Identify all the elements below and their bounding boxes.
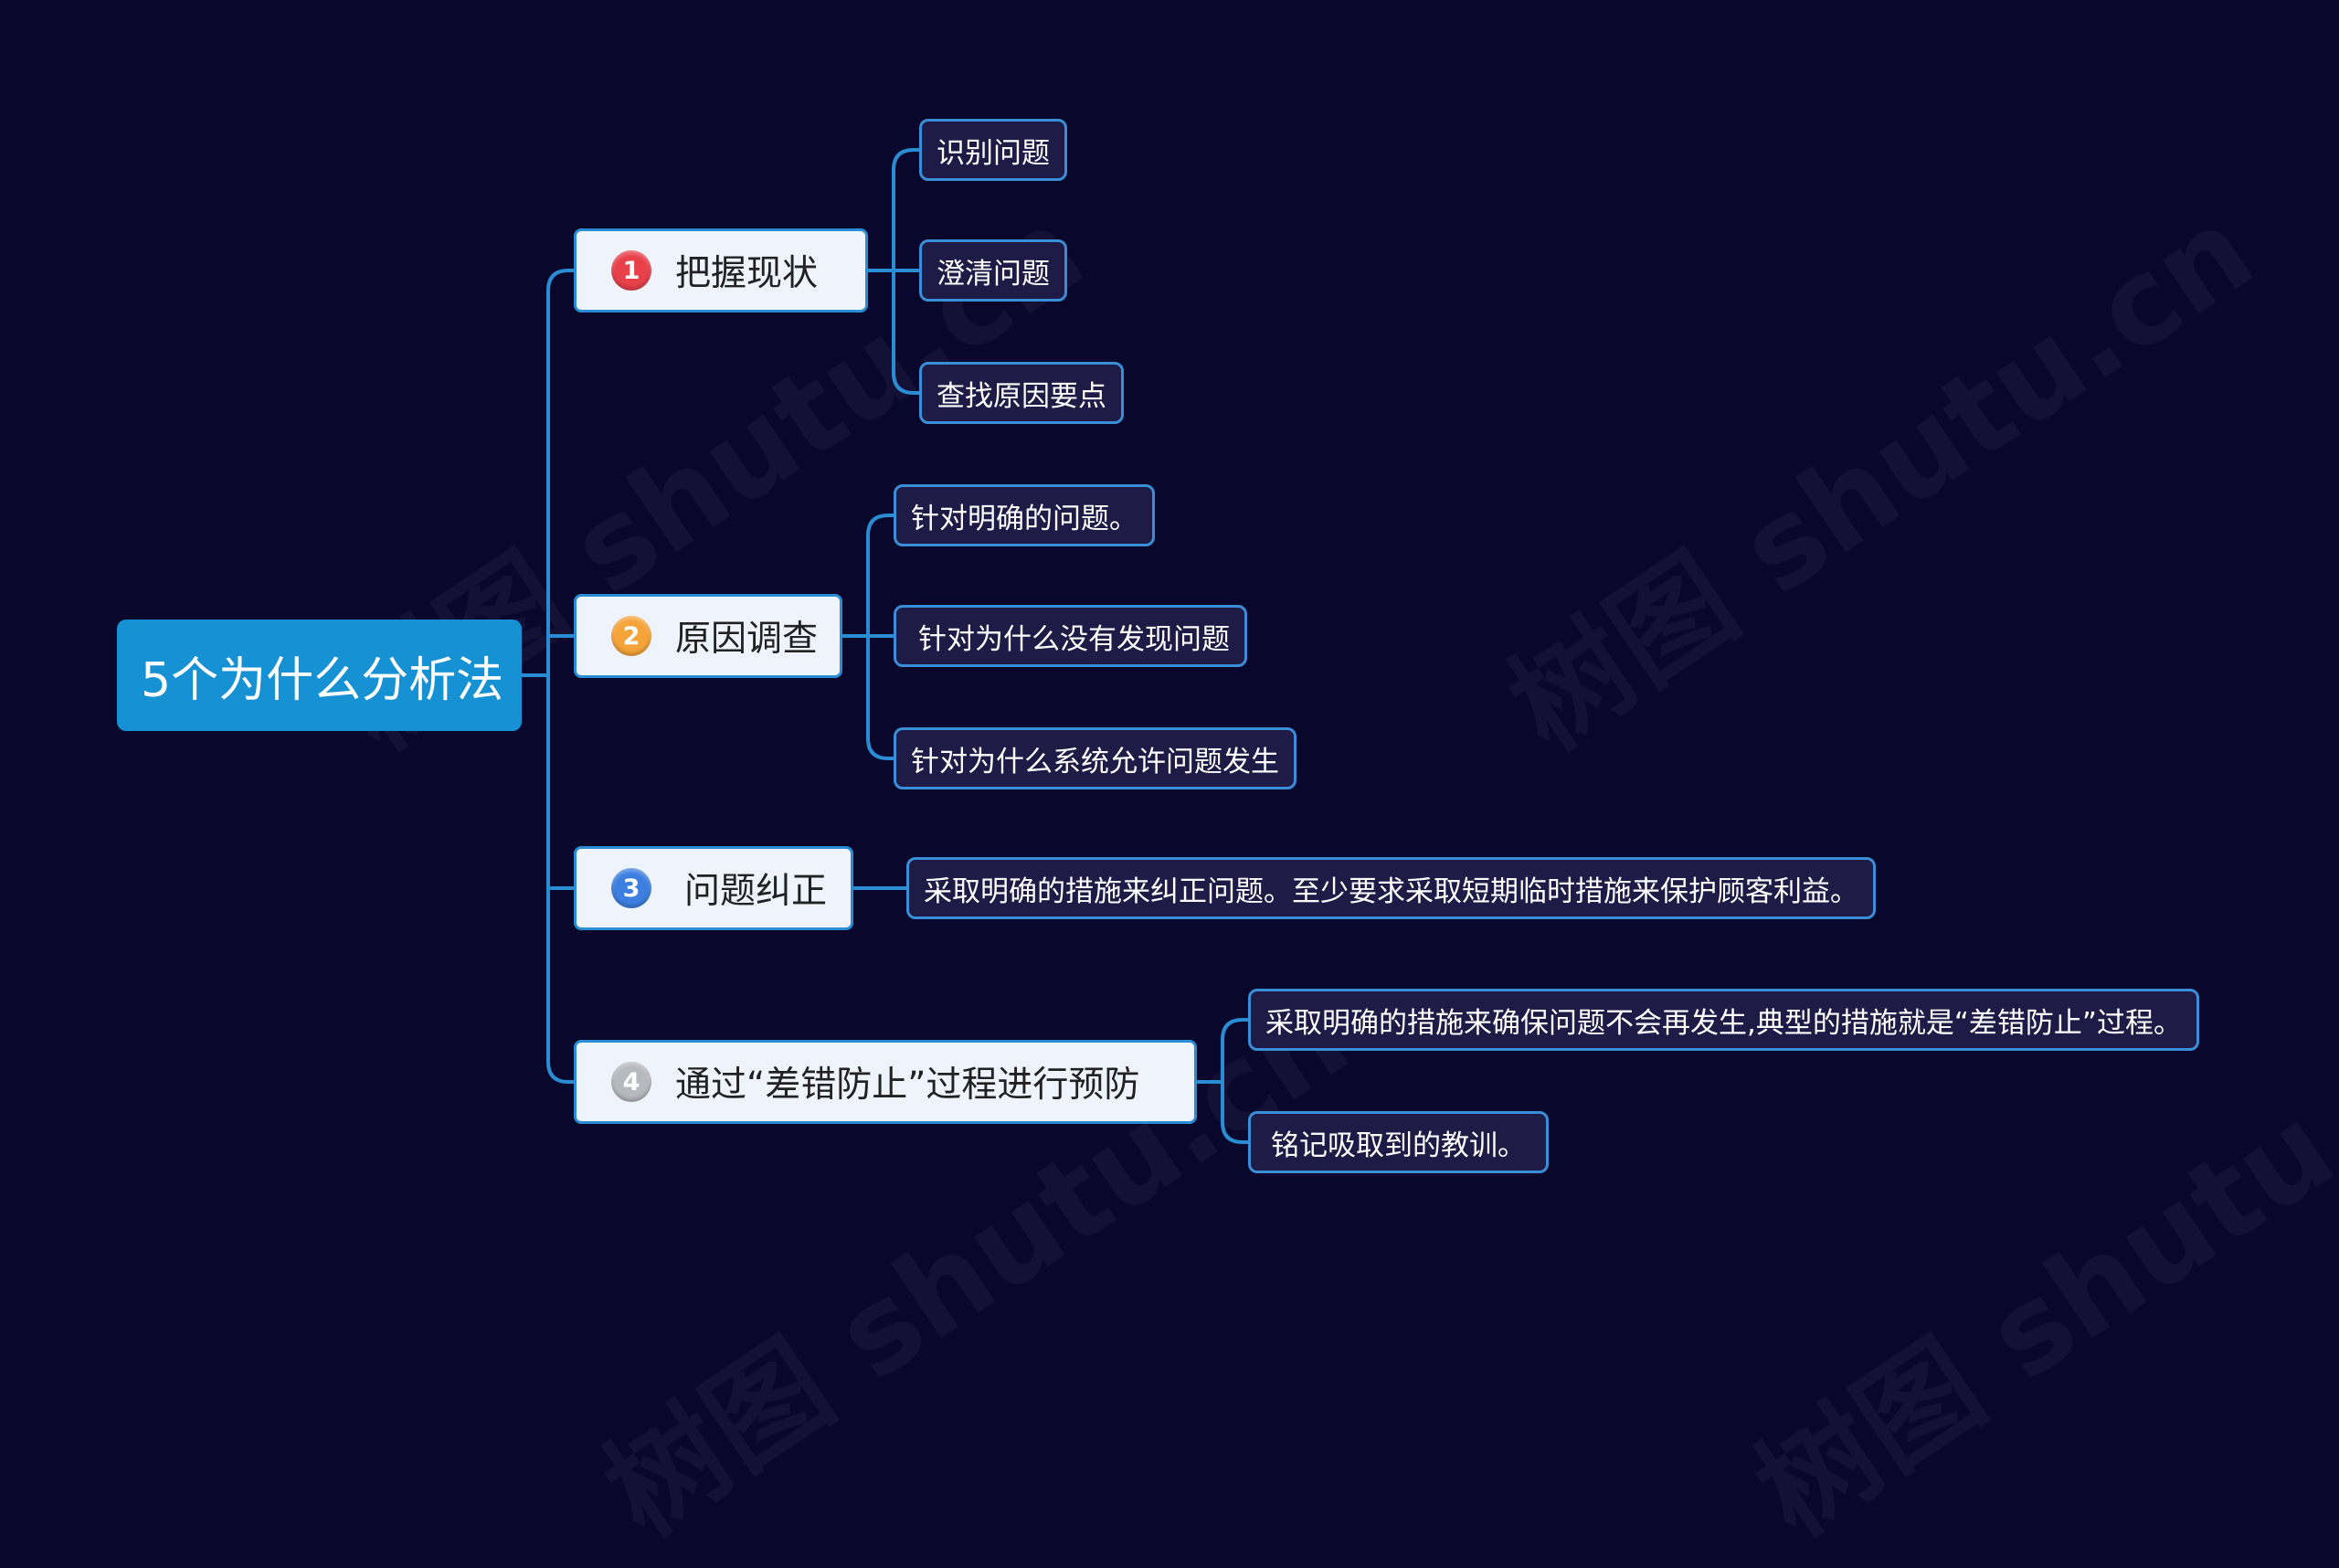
- leaf-node-1-3[interactable]: 查找原因要点: [919, 362, 1124, 424]
- leaf-node-2-1[interactable]: 针对明确的问题。: [894, 484, 1155, 546]
- leaf-node-2-3[interactable]: 针对为什么系统允许问题发生: [894, 727, 1297, 789]
- mind-map-canvas: 树图 shutu.cn 树图 shutu.cn 树图 shutu.cn 树图 s…: [117, 119, 2339, 1563]
- root-node[interactable]: 5个为什么分析法: [117, 620, 522, 731]
- leaf-label: 澄清问题: [937, 257, 1050, 291]
- branch-node-1[interactable]: 1 把握现状: [574, 228, 868, 313]
- leaf-label: 针对明确的问题。: [911, 502, 1138, 535]
- branch-node-4[interactable]: 4 通过“差错防止”过程进行预防: [574, 1040, 1197, 1124]
- branch-label: 原因调查: [675, 619, 819, 660]
- leaf-label: 针对为什么没有发现问题: [918, 622, 1230, 656]
- branch-node-3[interactable]: 3 问题纠正: [574, 846, 853, 930]
- leaf-label: 采取明确的措施来确保问题不会再发生,典型的措施就是“差错防止”过程。: [1265, 1006, 2182, 1040]
- number-4-icon: 4: [611, 1062, 651, 1102]
- leaf-label: 铭记吸取到的教训。: [1271, 1128, 1526, 1162]
- number-1-icon: 1: [611, 250, 651, 291]
- connector-branch-1-children: [866, 148, 921, 395]
- number-2-icon: 2: [611, 616, 651, 656]
- number-3-icon: 3: [611, 868, 651, 908]
- leaf-node-4-2[interactable]: 铭记吸取到的教训。: [1248, 1111, 1549, 1173]
- leaf-label: 识别问题: [937, 136, 1050, 170]
- root-label: 5个为什么分析法: [141, 652, 504, 708]
- leaf-label: 采取明确的措施来纠正问题。至少要求采取短期临时措施来保护顾客利益。: [924, 874, 1858, 908]
- leaf-node-4-1[interactable]: 采取明确的措施来确保问题不会再发生,典型的措施就是“差错防止”过程。: [1248, 989, 2199, 1051]
- leaf-node-1-2[interactable]: 澄清问题: [919, 239, 1067, 302]
- connector-trunk: [546, 269, 576, 1084]
- branch-label: 通过“差错防止”过程进行预防: [675, 1065, 1140, 1106]
- branch-node-2[interactable]: 2 原因调查: [574, 594, 842, 678]
- branch-label: 把握现状: [675, 253, 819, 294]
- branch-label: 问题纠正: [684, 871, 828, 912]
- connector-lines: [520, 148, 1250, 1144]
- connector-branch-2-children: [841, 514, 895, 760]
- leaf-node-3-1[interactable]: 采取明确的措施来纠正问题。至少要求采取短期临时措施来保护顾客利益。: [906, 857, 1876, 919]
- leaf-node-1-1[interactable]: 识别问题: [919, 119, 1067, 181]
- leaf-label: 针对为什么系统允许问题发生: [911, 745, 1279, 779]
- leaf-label: 查找原因要点: [937, 379, 1106, 413]
- leaf-node-2-2[interactable]: 针对为什么没有发现问题: [894, 605, 1247, 667]
- connector-branch-4-children: [1195, 1018, 1250, 1144]
